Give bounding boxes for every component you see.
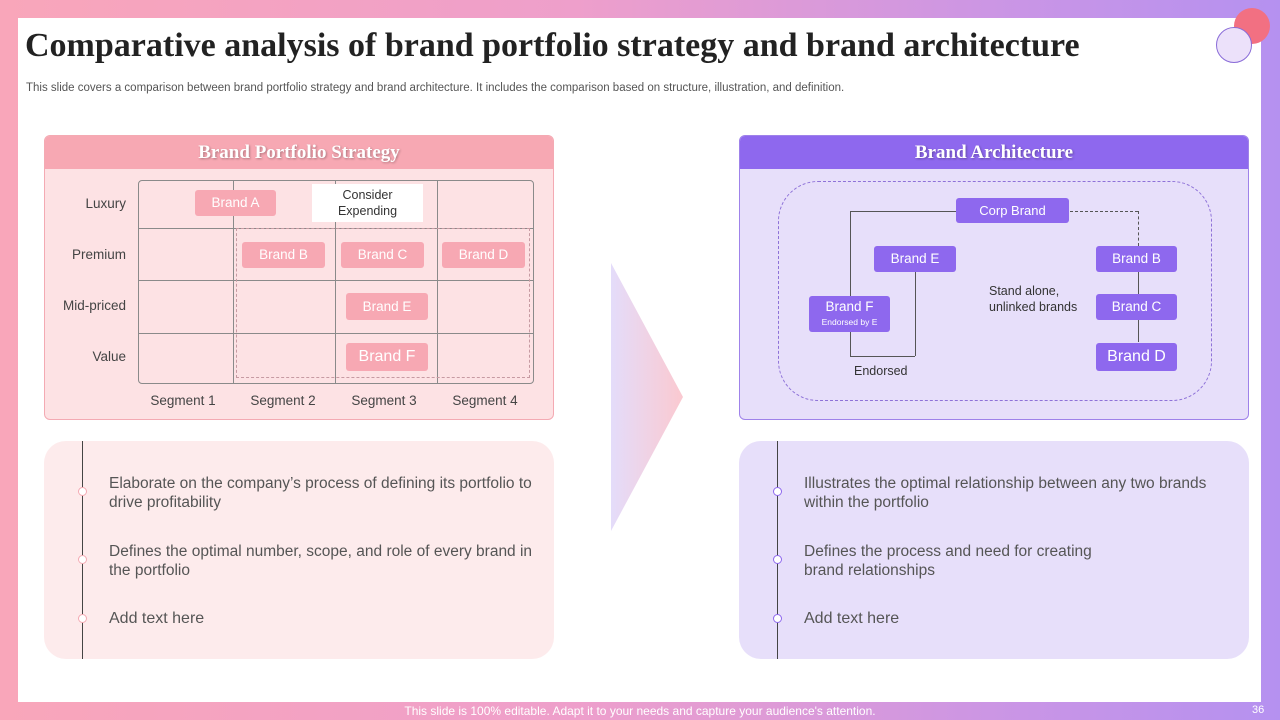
grid-divider [233,181,234,383]
connector-line [1138,320,1139,342]
expansion-area [236,228,530,378]
bullet-dot [773,487,782,496]
comparison-arrow-icon [611,263,683,531]
consider-line-2: Expending [337,204,398,218]
chip-brand-d: Brand D [442,242,525,268]
bullet-dot [78,487,87,496]
page-number: 36 [1252,704,1265,716]
architecture-points-card: Illustrates the optimal relationship bet… [739,441,1249,659]
standalone-line-2: unlinked brands [989,300,1078,314]
chip-arch-brand-f: Brand F Endorsed by E [809,296,890,332]
grid-divider [139,280,533,281]
brand-f-label: Brand F [825,299,874,314]
bullet-dot [773,614,782,623]
standalone-line-1: Stand alone, [989,284,1060,298]
row-label-luxury: Luxury [85,196,126,211]
grid-divider [139,333,533,334]
grid-divider [437,181,438,383]
page-title: Comparative analysis of brand portfolio … [25,27,1080,64]
portfolio-points-card: Elaborate on the company’s process of de… [44,441,554,659]
column-label-segment-4: Segment 4 [452,393,518,408]
row-label-premium: Premium [71,247,126,262]
consider-line-1: Consider [342,188,393,202]
brand-portfolio-heading: Brand Portfolio Strategy [45,136,553,169]
architecture-boundary [778,181,1212,401]
dashed-connector [1070,211,1138,212]
chip-brand-e: Brand E [346,293,428,320]
column-label-segment-2: Segment 2 [250,393,316,408]
page-subtitle: This slide covers a comparison between b… [26,82,845,94]
brand-f-sublabel: Endorsed by E [821,317,878,327]
chip-arch-brand-e: Brand E [874,246,956,272]
bullet-dot [773,555,782,564]
architecture-point-1: Illustrates the optimal relationship bet… [804,475,1207,511]
bullet-dot [78,555,87,564]
connector-line [915,259,916,356]
endorsed-label: Endorsed [854,364,908,378]
decorative-circle-lavender [1216,27,1252,63]
connector-line [850,356,915,357]
chip-arch-brand-d: Brand D [1096,343,1177,371]
timeline-line [82,441,83,659]
brand-architecture-panel: Brand Architecture Corp Brand Brand E Br… [739,135,1249,420]
portfolio-point-3: Add text here [109,610,205,627]
bullet-dot [78,614,87,623]
connector-line [850,211,851,356]
portfolio-point-2: Defines the optimal number, scope, and r… [109,543,533,579]
footer-note: This slide is 100% editable. Adapt it to… [404,704,876,718]
brand-portfolio-panel: Brand Portfolio Strategy Luxury Premium … [44,135,554,420]
dashed-connector [1138,211,1139,246]
row-label-mid-priced: Mid-priced [62,298,126,313]
timeline-line [777,441,778,659]
architecture-point-3: Add text here [804,610,900,627]
standalone-label: Stand alone, unlinked brands [989,283,1077,315]
connector-line [850,211,958,212]
brand-architecture-heading: Brand Architecture [740,136,1248,169]
column-label-segment-3: Segment 3 [351,393,417,408]
chip-brand-b: Brand B [242,242,325,268]
architecture-point-2: Defines the process and need for creatin… [804,543,1092,579]
column-label-segment-1: Segment 1 [150,393,216,408]
chip-brand-a: Brand A [195,190,276,216]
chip-corp-brand: Corp Brand [956,198,1069,223]
row-label-value: Value [92,349,126,364]
chip-brand-f: Brand F [346,343,428,371]
connector-line [1138,272,1139,294]
portfolio-point-1: Elaborate on the company’s process of de… [109,475,532,511]
grid-divider [335,181,336,383]
consider-expending-label: Consider Expending [312,184,423,222]
chip-arch-brand-c: Brand C [1096,294,1177,320]
chip-arch-brand-b: Brand B [1096,246,1177,272]
chip-brand-c: Brand C [341,242,424,268]
